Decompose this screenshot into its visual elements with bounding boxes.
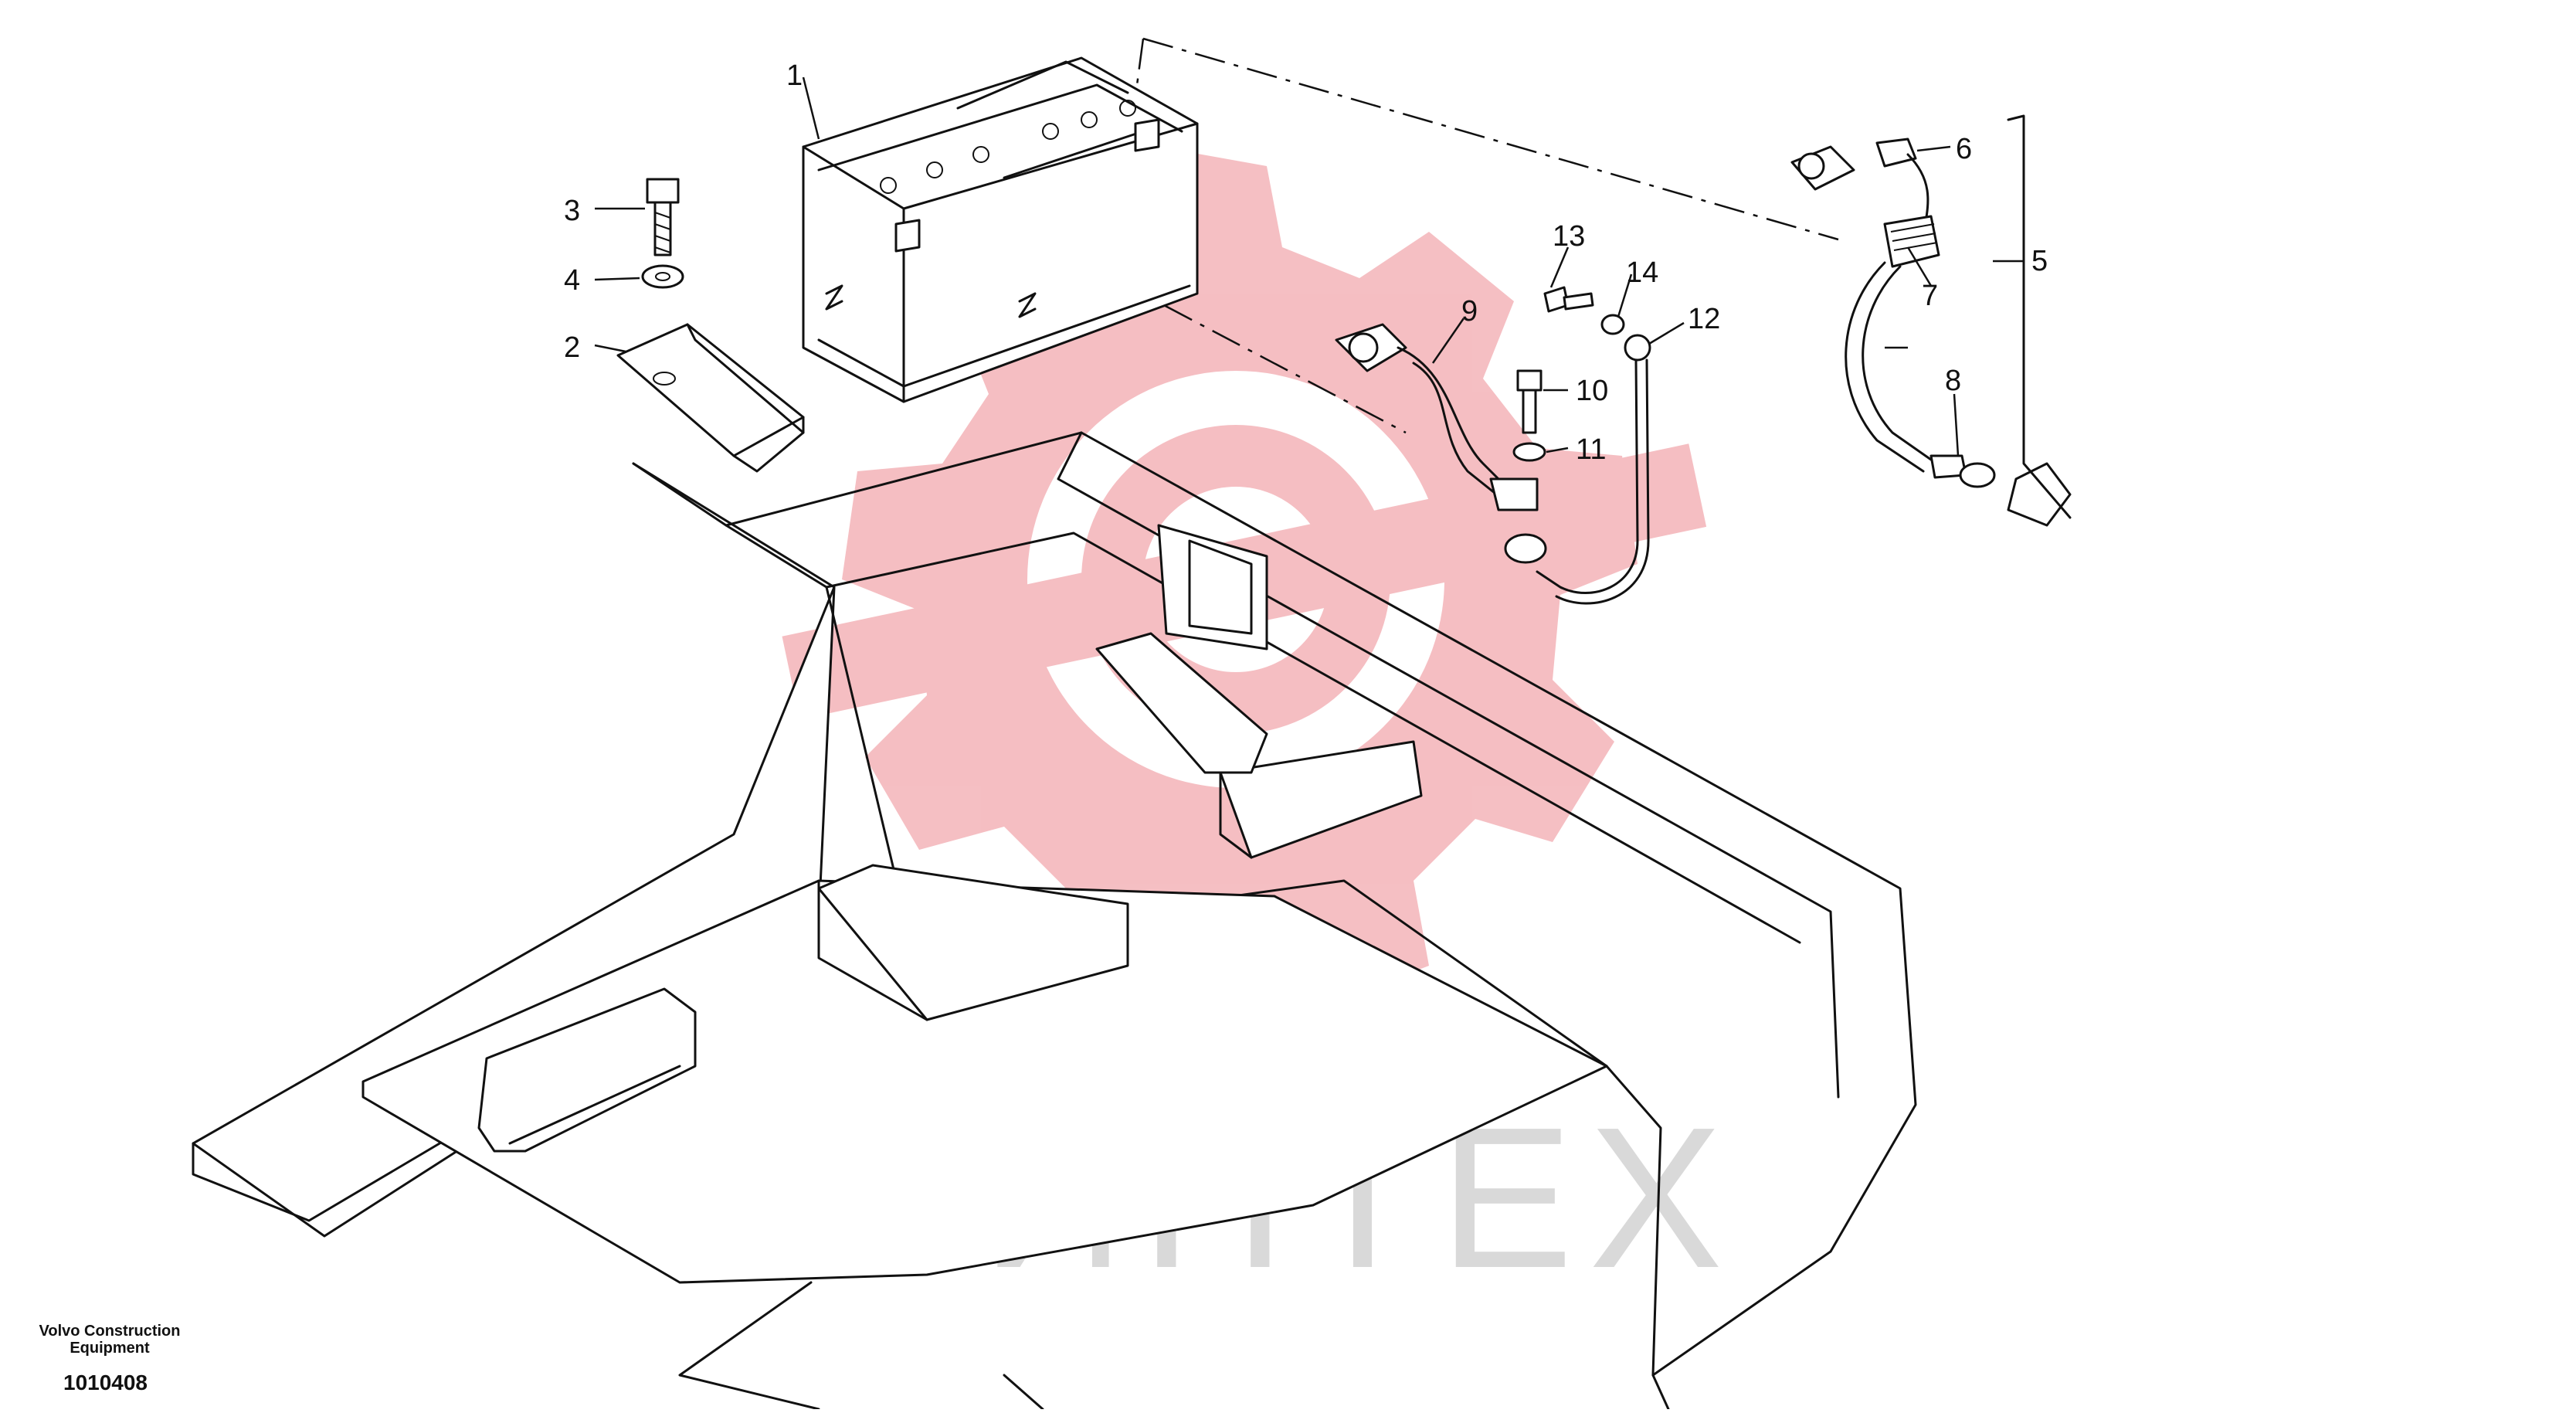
callout-9: 9 — [1461, 295, 1478, 328]
terminal-clamp-cable-9 — [1335, 323, 1539, 511]
washer-11 — [1512, 442, 1546, 462]
callouts: 1 2 3 4 5 6 7 8 9 10 11 12 13 14 — [564, 59, 2048, 466]
leader-lines — [594, 76, 2024, 457]
callout-2: 2 — [564, 331, 580, 364]
footer: Volvo Construction Equipment 1010408 — [17, 1323, 202, 1395]
callout-1: 1 — [786, 59, 803, 92]
callout-5: 5 — [2031, 245, 2048, 277]
bolt-3 — [646, 178, 680, 256]
callout-11: 11 — [1576, 433, 1606, 466]
ground-cable-12 — [1504, 334, 1651, 605]
washer-14 — [1600, 314, 1625, 335]
bolt-13 — [1543, 286, 1594, 313]
callout-10: 10 — [1576, 375, 1608, 407]
battery — [802, 56, 1199, 403]
bolt-10 — [1516, 369, 1543, 434]
callout-3: 3 — [564, 195, 580, 227]
negative-cable-assembly — [1790, 138, 2072, 527]
callout-4: 4 — [564, 264, 580, 297]
hold-down-bracket — [616, 323, 805, 473]
drawing-code: 1010408 — [63, 1371, 148, 1394]
company-name: Volvo Construction Equipment — [39, 1323, 181, 1357]
callout-6: 6 — [1956, 133, 1972, 165]
callout-12: 12 — [1688, 303, 1720, 335]
battery-tray — [192, 431, 1917, 1411]
bracket-5 — [2007, 114, 2072, 519]
washer-4 — [641, 264, 684, 289]
callout-7: 7 — [1922, 280, 1938, 312]
callout-8: 8 — [1945, 365, 1961, 397]
callout-14: 14 — [1626, 256, 1658, 289]
callout-13: 13 — [1553, 220, 1585, 253]
